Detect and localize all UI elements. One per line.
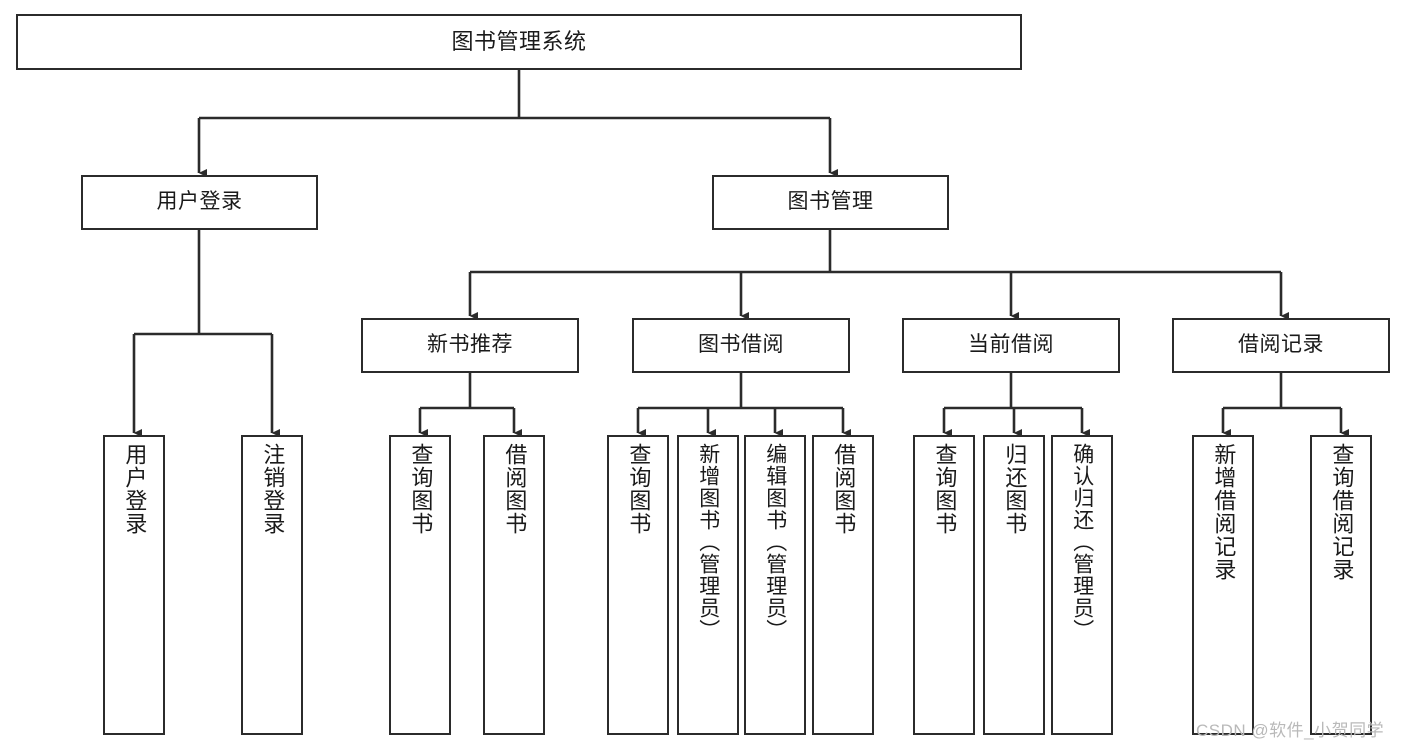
node-leaf-add-borrow-record[interactable]: 新增借阅记录 bbox=[1192, 435, 1254, 735]
csdn-watermark: CSDN @软件_小贺同学 bbox=[1196, 721, 1385, 740]
node-label: 查询图书 bbox=[626, 443, 652, 535]
node-label: 借阅图书 bbox=[831, 443, 857, 535]
node-label: 新增图书（管理员） bbox=[696, 443, 720, 641]
node-book-management[interactable]: 图书管理 bbox=[712, 175, 949, 230]
node-leaf-borrow-books[interactable]: 借阅图书 bbox=[812, 435, 874, 735]
node-label: 注销登录 bbox=[260, 443, 286, 535]
node-leaf-borrow-books-recommend[interactable]: 借阅图书 bbox=[483, 435, 545, 735]
node-borrow-records[interactable]: 借阅记录 bbox=[1172, 318, 1390, 373]
node-leaf-user-login[interactable]: 用户登录 bbox=[103, 435, 165, 735]
node-label: 新增借阅记录 bbox=[1211, 443, 1237, 581]
node-label: 图书管理 bbox=[787, 190, 874, 214]
node-book-borrow[interactable]: 图书借阅 bbox=[632, 318, 850, 373]
node-label: 查询借阅记录 bbox=[1329, 443, 1355, 581]
node-label: 查询图书 bbox=[408, 443, 434, 535]
node-leaf-query-books-recommend[interactable]: 查询图书 bbox=[389, 435, 451, 735]
node-label: 归还图书 bbox=[1002, 443, 1028, 535]
node-label: 新书推荐 bbox=[427, 333, 513, 357]
node-label: 借阅图书 bbox=[502, 443, 528, 535]
node-label: 用户登录 bbox=[156, 190, 243, 214]
node-new-book-recommend[interactable]: 新书推荐 bbox=[361, 318, 579, 373]
node-label: 当前借阅 bbox=[968, 333, 1054, 357]
node-label: 借阅记录 bbox=[1238, 333, 1324, 357]
node-label: 用户登录 bbox=[122, 443, 148, 535]
node-leaf-query-borrow-record[interactable]: 查询借阅记录 bbox=[1310, 435, 1372, 735]
node-current-borrow[interactable]: 当前借阅 bbox=[902, 318, 1120, 373]
node-leaf-query-books-current[interactable]: 查询图书 bbox=[913, 435, 975, 735]
node-label: 编辑图书（管理员） bbox=[763, 443, 787, 641]
node-root[interactable]: 图书管理系统 bbox=[16, 14, 1022, 70]
node-label: 图书借阅 bbox=[698, 333, 784, 357]
node-user-login[interactable]: 用户登录 bbox=[81, 175, 318, 230]
node-leaf-confirm-return-admin[interactable]: 确认归还（管理员） bbox=[1051, 435, 1113, 735]
node-label: 图书管理系统 bbox=[451, 29, 587, 55]
node-leaf-edit-book-admin[interactable]: 编辑图书（管理员） bbox=[744, 435, 806, 735]
node-leaf-logout[interactable]: 注销登录 bbox=[241, 435, 303, 735]
node-leaf-return-books[interactable]: 归还图书 bbox=[983, 435, 1045, 735]
node-leaf-query-books-borrow[interactable]: 查询图书 bbox=[607, 435, 669, 735]
node-leaf-add-book-admin[interactable]: 新增图书（管理员） bbox=[677, 435, 739, 735]
node-label: 确认归还（管理员） bbox=[1070, 443, 1094, 641]
node-label: 查询图书 bbox=[932, 443, 958, 535]
